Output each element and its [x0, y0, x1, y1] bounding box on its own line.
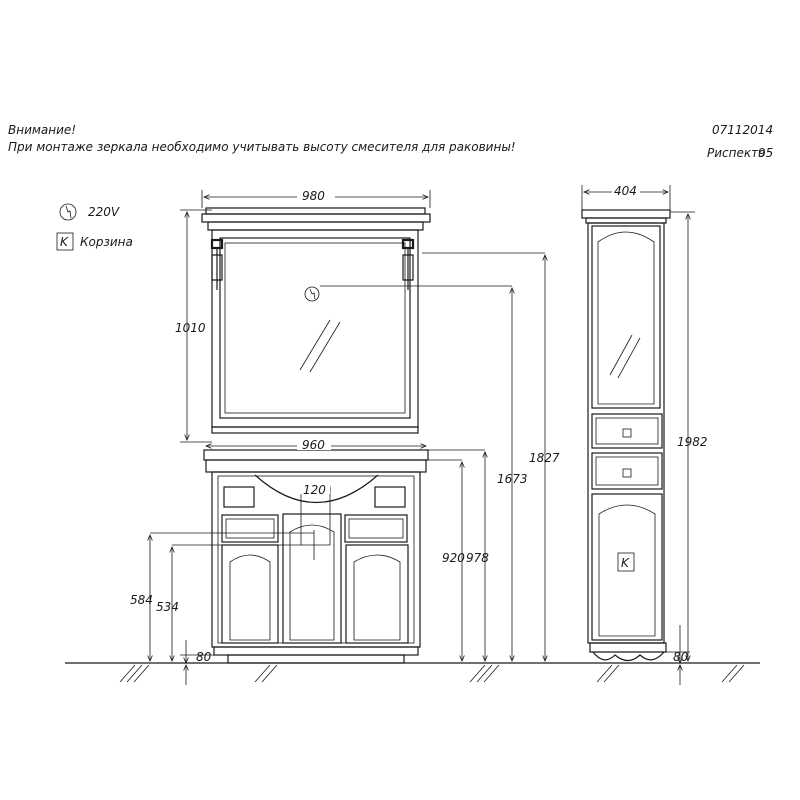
- column-basket-icon: K: [617, 552, 635, 572]
- mirror-socket-icon: [304, 286, 320, 302]
- dimension-vanity-leg-height: 80: [180, 640, 228, 685]
- dimension-drain-height: 534: [156, 547, 179, 661]
- dimension-column-leg-height: 80: [666, 625, 690, 685]
- dim-vanity-top-height-label: 978: [466, 551, 489, 565]
- dim-column-width-label: 404: [614, 184, 637, 198]
- dimension-sink-top-height: 920: [442, 462, 465, 661]
- dim-mixer-height-label: 584: [130, 593, 153, 607]
- mirror-lamp-right-icon: [401, 238, 415, 290]
- dimension-mirror-socket-height: 1673: [497, 288, 528, 661]
- dimension-vanity-width: 960: [206, 437, 426, 452]
- floor-hatching: [119, 664, 745, 683]
- dimension-vanity-top-height: 978: [466, 452, 489, 661]
- mirror-lamp-left-icon: [210, 238, 224, 290]
- dim-column-leg-height-label: 80: [673, 650, 689, 664]
- doc-code: 07112014: [712, 123, 773, 137]
- tall-column: [581, 209, 671, 662]
- dim-mirror-top-height-label: 1827: [529, 451, 560, 465]
- dimension-mixer-offset: 120: [300, 481, 330, 545]
- product-size: 95: [758, 146, 773, 160]
- dimension-column-width: 404: [581, 183, 671, 210]
- dim-mirror-width-label: 980: [302, 189, 325, 203]
- mixer-position-marker: [298, 530, 330, 560]
- dimension-mirror-top-height: 1827: [529, 255, 560, 661]
- dim-column-height-label: 1982: [677, 435, 708, 449]
- dimension-mirror-width: 980: [201, 188, 431, 208]
- warning-text: При монтаже зеркала необходимо учитывать…: [8, 140, 516, 154]
- dimension-mirror-height: 1010: [175, 209, 212, 443]
- basket-box-icon: K: [56, 232, 74, 251]
- warning-title: Внимание!: [8, 123, 76, 137]
- power-socket-icon: [59, 203, 77, 221]
- dim-mirror-socket-height-label: 1673: [497, 472, 528, 486]
- dim-vanity-leg-height-label: 80: [196, 650, 212, 664]
- product-name: Риспекто: [707, 146, 765, 160]
- dimension-column-height: 1982: [670, 211, 708, 661]
- dim-vanity-width-label: 960: [302, 438, 325, 452]
- dim-mixer-offset-label: 120: [303, 483, 326, 497]
- dimension-mixer-height: 584: [130, 535, 153, 661]
- dim-mirror-height-label: 1010: [175, 321, 206, 335]
- dim-drain-height-label: 534: [156, 600, 179, 614]
- legend-basket-label: Корзина: [80, 235, 133, 249]
- legend-power-label: 220V: [88, 205, 120, 219]
- column-basket-symbol: K: [621, 556, 630, 570]
- dim-sink-top-height-label: 920: [442, 551, 465, 565]
- mirror: [201, 207, 431, 434]
- legend-basket-symbol: K: [60, 235, 69, 249]
